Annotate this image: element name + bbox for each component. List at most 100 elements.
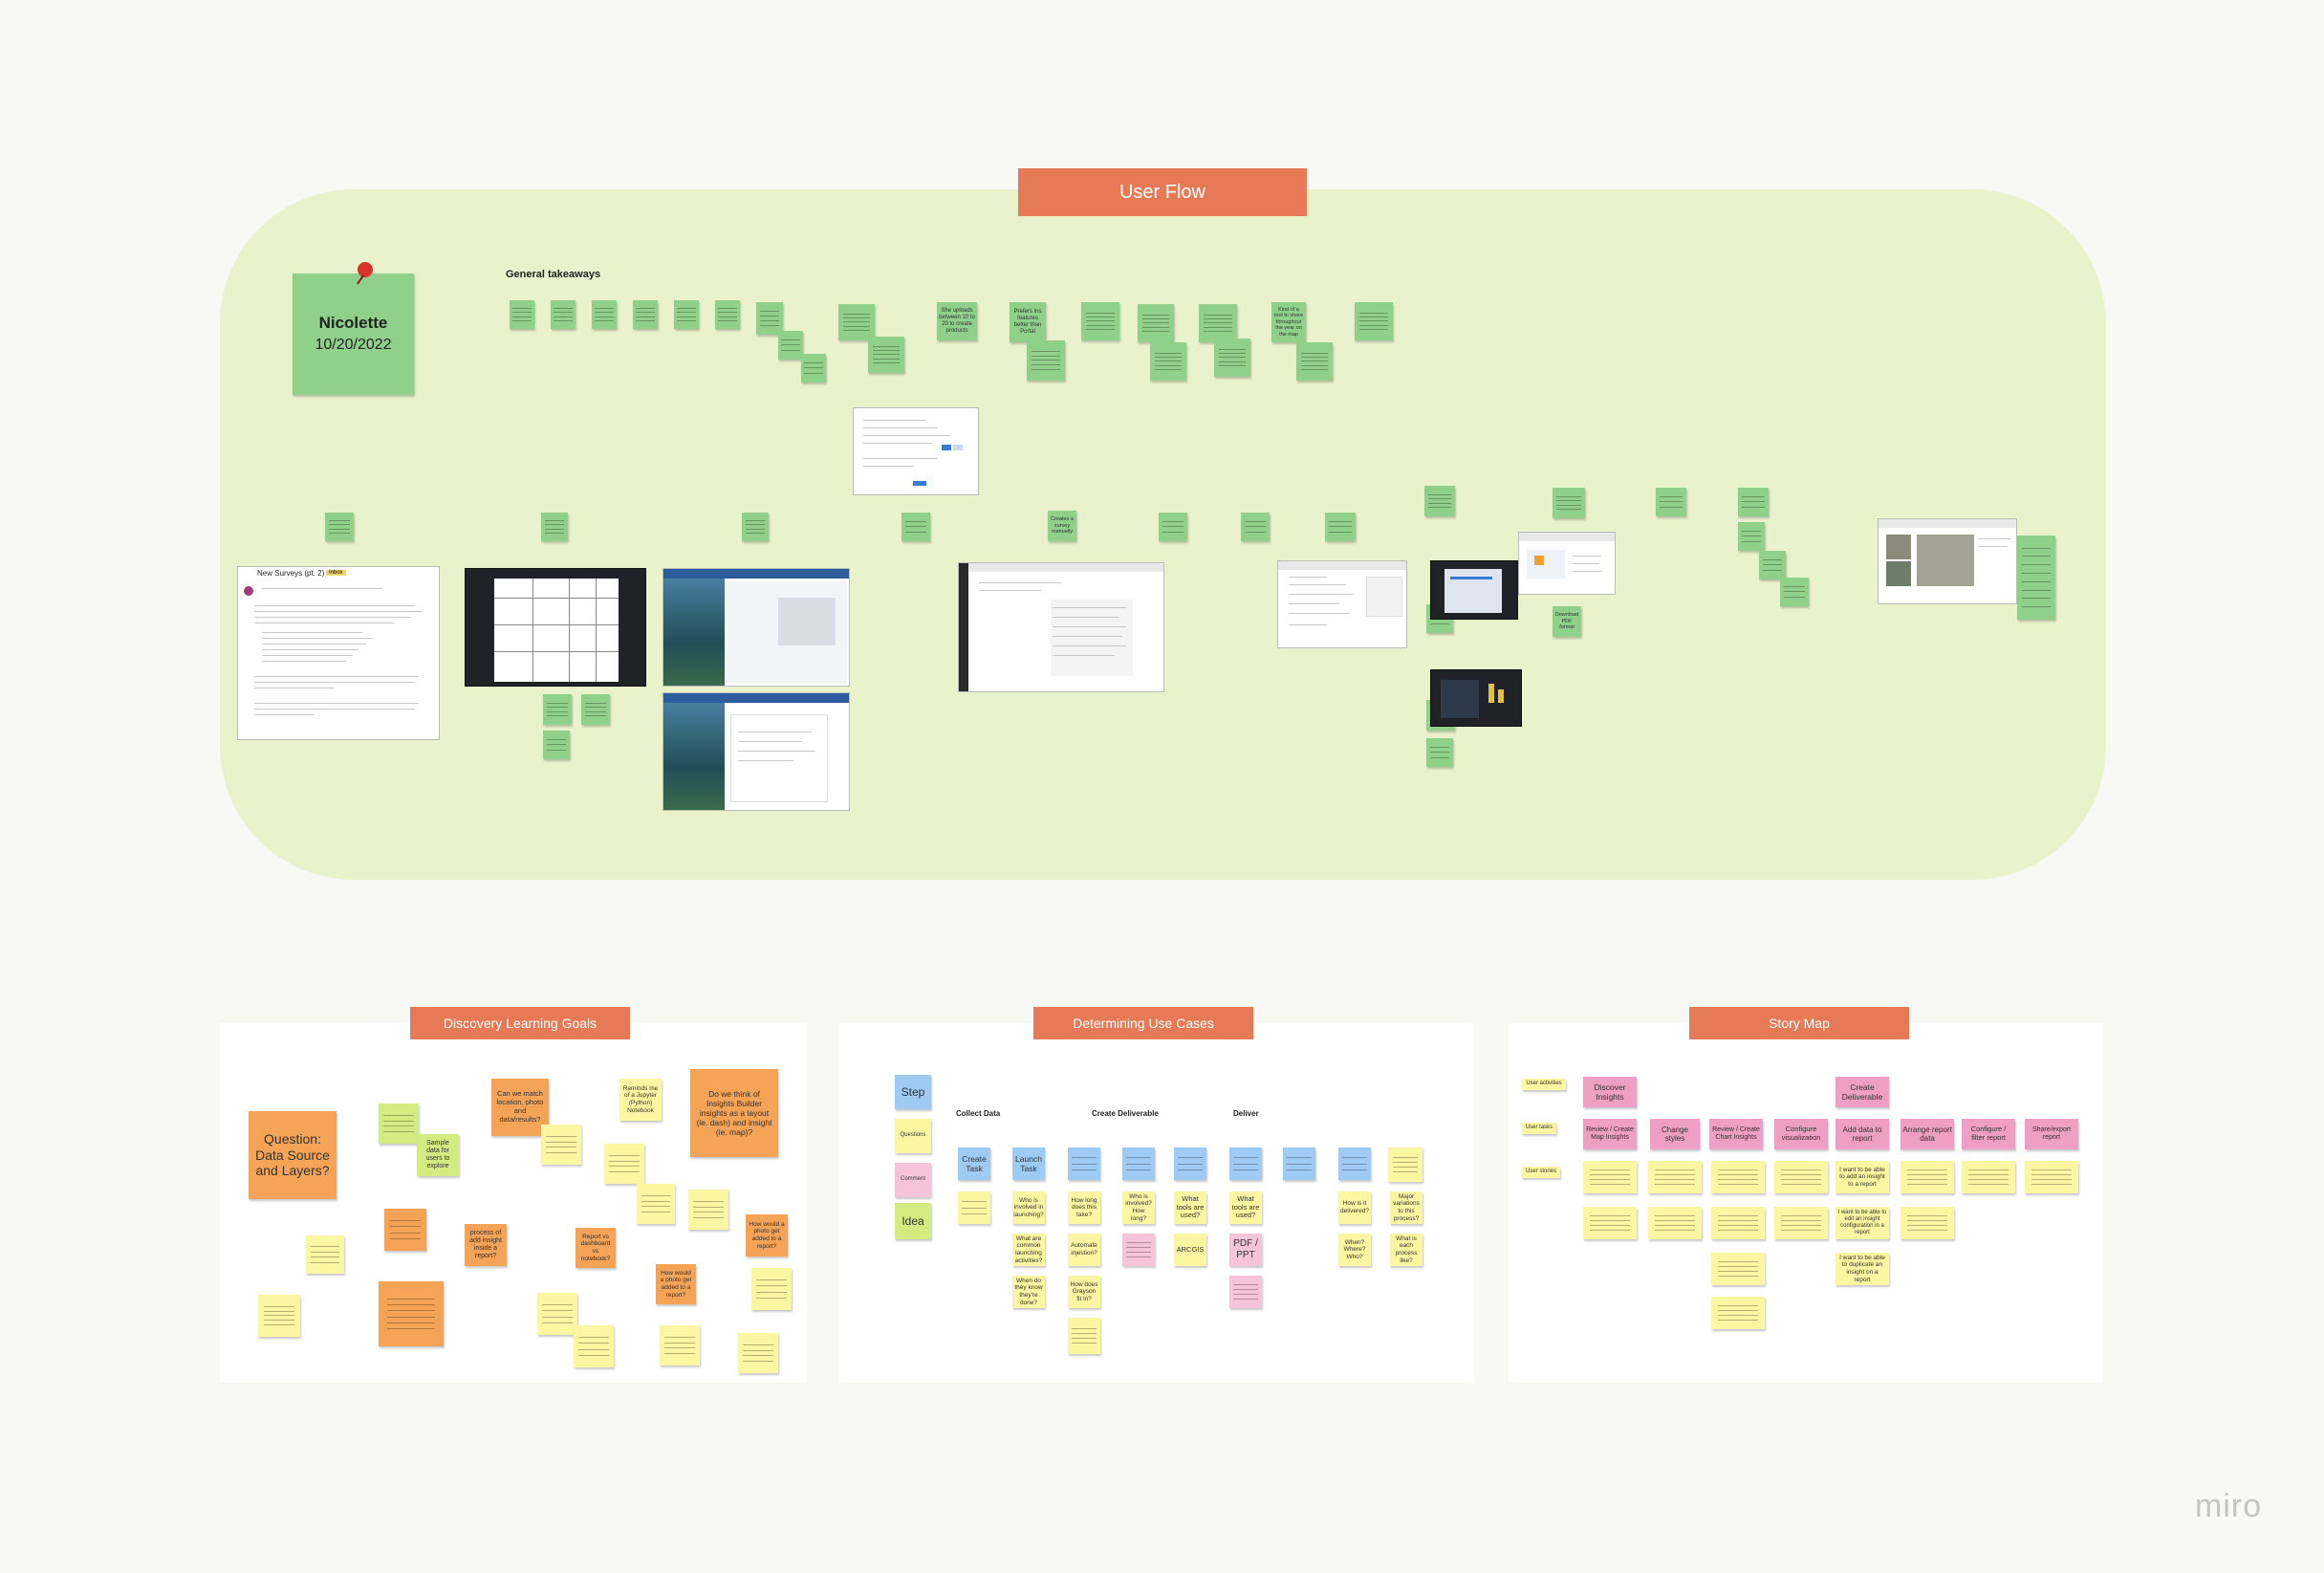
comment-sticky[interactable] [1229, 1276, 1262, 1308]
question-sticky[interactable]: ARCGIS [1174, 1234, 1206, 1266]
question-sticky[interactable]: Major variations to this process? [1390, 1191, 1423, 1224]
question-sticky[interactable]: What is each process like? [1390, 1234, 1423, 1266]
story-sticky[interactable] [1648, 1161, 1702, 1193]
takeaway-sticky[interactable] [1027, 340, 1065, 381]
flow-note-sticky[interactable] [543, 731, 570, 759]
story-sticky[interactable] [1774, 1207, 1828, 1239]
takeaway-sticky[interactable] [1138, 304, 1174, 342]
takeaway-sticky[interactable] [1296, 342, 1333, 381]
takeaway-sticky[interactable]: Prefers Ins features better than Portal [1010, 302, 1046, 342]
survey-form-screenshot[interactable] [1277, 560, 1407, 648]
task-sticky[interactable]: Add data to report [1835, 1119, 1889, 1149]
map-app-screenshot[interactable] [662, 568, 850, 687]
flow-step-sticky[interactable] [325, 513, 354, 541]
step-sticky[interactable] [1283, 1147, 1315, 1180]
question-sticky[interactable]: Who is involved in launching? [1012, 1191, 1045, 1224]
flow-step-sticky[interactable] [541, 513, 568, 541]
takeaway-sticky[interactable] [715, 300, 740, 329]
story-sticky[interactable]: I want to be able to duplicate an insigh… [1835, 1253, 1889, 1285]
takeaway-sticky[interactable] [838, 304, 875, 340]
goal-sticky[interactable]: Reminds me of a Jupyter (Python) Noteboo… [619, 1079, 662, 1121]
legend-idea-sticky[interactable]: Idea [895, 1203, 931, 1239]
activity-sticky[interactable]: Create Deliverable [1835, 1077, 1889, 1107]
task-sticky[interactable]: Configure visualization [1774, 1119, 1828, 1149]
question-sticky[interactable]: What are common launching activities? [1012, 1234, 1045, 1266]
story-sticky[interactable] [1711, 1207, 1765, 1239]
comment-sticky[interactable] [1122, 1234, 1155, 1266]
goal-sticky[interactable]: How would a photo get added to a report? [746, 1214, 788, 1256]
flow-step-sticky[interactable] [2017, 535, 2055, 620]
story-sticky[interactable] [1583, 1161, 1637, 1193]
account-screenshot[interactable] [853, 407, 979, 495]
takeaway-sticky[interactable]: She uploads between 10 to 20 to create p… [937, 302, 977, 340]
goal-sticky[interactable] [258, 1295, 300, 1337]
step-sticky[interactable] [1174, 1147, 1206, 1180]
question-sticky[interactable]: How long does this take? [1068, 1191, 1100, 1224]
takeaway-sticky[interactable] [801, 354, 826, 382]
flow-step-sticky[interactable] [901, 513, 930, 541]
story-sticky[interactable] [1962, 1161, 2015, 1193]
comment-sticky[interactable]: PDF / PPT [1229, 1234, 1262, 1266]
story-sticky[interactable] [1711, 1297, 1765, 1329]
question-sticky[interactable]: Who is involved? How long? [1122, 1191, 1155, 1224]
goal-sticky[interactable]: Report vs dashboard vs notebook? [576, 1228, 616, 1268]
story-sticky[interactable] [1711, 1253, 1765, 1285]
goal-sticky[interactable] [604, 1144, 644, 1184]
task-sticky[interactable]: Share/export report [2025, 1119, 2078, 1149]
flow-note-sticky[interactable] [1426, 738, 1453, 767]
story-sticky[interactable] [1900, 1207, 1954, 1239]
question-sticky[interactable] [1388, 1147, 1423, 1182]
goal-sticky[interactable]: Do we think of Insights Builder insights… [690, 1069, 778, 1157]
question-sticky[interactable]: How does Grayson fit in? [1068, 1276, 1100, 1308]
goal-sticky[interactable] [541, 1125, 581, 1165]
create-survey-sticky[interactable]: Creates a survey manually [1048, 511, 1076, 541]
takeaway-sticky[interactable] [674, 300, 699, 329]
flow-step-sticky[interactable] [742, 513, 769, 541]
story-sticky[interactable] [1583, 1207, 1637, 1239]
flow-step-sticky[interactable] [1241, 513, 1270, 541]
task-sticky[interactable]: Configure / filter report [1962, 1119, 2015, 1149]
story-sticky[interactable] [1900, 1161, 1954, 1193]
takeaway-sticky[interactable] [551, 300, 576, 329]
goal-sticky[interactable]: Sample data for users to explore [417, 1134, 459, 1176]
goal-sticky[interactable] [688, 1190, 728, 1230]
goal-sticky[interactable] [306, 1235, 344, 1274]
flow-note-sticky[interactable] [543, 694, 572, 725]
legend-questions-sticky[interactable]: Questions [895, 1119, 931, 1153]
goal-sticky[interactable] [574, 1325, 614, 1367]
takeaway-sticky[interactable] [756, 302, 783, 335]
question-sticky[interactable]: How is it delivered? [1338, 1191, 1371, 1224]
goal-sticky[interactable] [379, 1281, 444, 1346]
step-sticky[interactable] [1068, 1147, 1100, 1180]
step-sticky[interactable] [1229, 1147, 1262, 1180]
takeaway-sticky[interactable] [1150, 342, 1186, 381]
step-sticky[interactable]: Launch Task [1012, 1147, 1045, 1180]
step-sticky[interactable] [1122, 1147, 1155, 1180]
question-sticky[interactable]: What tools are used? [1229, 1191, 1262, 1224]
takeaway-sticky[interactable] [868, 337, 904, 373]
flow-step-sticky[interactable] [1159, 513, 1187, 541]
question-sticky[interactable]: When? Where? Who? [1338, 1234, 1371, 1266]
task-sticky[interactable]: Change styles [1650, 1119, 1700, 1149]
flow-step-sticky[interactable] [1424, 486, 1455, 516]
final-report-screenshot[interactable] [1878, 518, 2017, 604]
goal-sticky[interactable] [537, 1293, 577, 1335]
flow-step-sticky[interactable] [1759, 551, 1786, 579]
activity-sticky[interactable]: Discover Insights [1583, 1077, 1637, 1107]
question-sticky[interactable] [958, 1191, 990, 1224]
takeaway-sticky[interactable] [1214, 339, 1250, 377]
flow-step-sticky[interactable] [1780, 578, 1809, 606]
report-preview-screenshot[interactable] [1518, 532, 1616, 595]
spreadsheet-screenshot[interactable] [465, 568, 646, 687]
goal-sticky[interactable] [637, 1184, 675, 1224]
flow-step-sticky[interactable] [1656, 488, 1686, 516]
step-sticky[interactable]: Create Task [958, 1147, 990, 1180]
survey-builder-screenshot[interactable] [958, 562, 1164, 692]
story-sticky[interactable] [1711, 1161, 1765, 1193]
task-sticky[interactable]: Review / Create Map Insights [1583, 1119, 1637, 1149]
story-sticky[interactable] [1774, 1161, 1828, 1193]
goal-sticky[interactable] [738, 1333, 778, 1373]
takeaway-sticky[interactable]: Kind of a tool to share throughout the y… [1271, 302, 1306, 342]
question-sticky[interactable] [1068, 1318, 1100, 1354]
story-sticky[interactable] [2025, 1161, 2078, 1193]
